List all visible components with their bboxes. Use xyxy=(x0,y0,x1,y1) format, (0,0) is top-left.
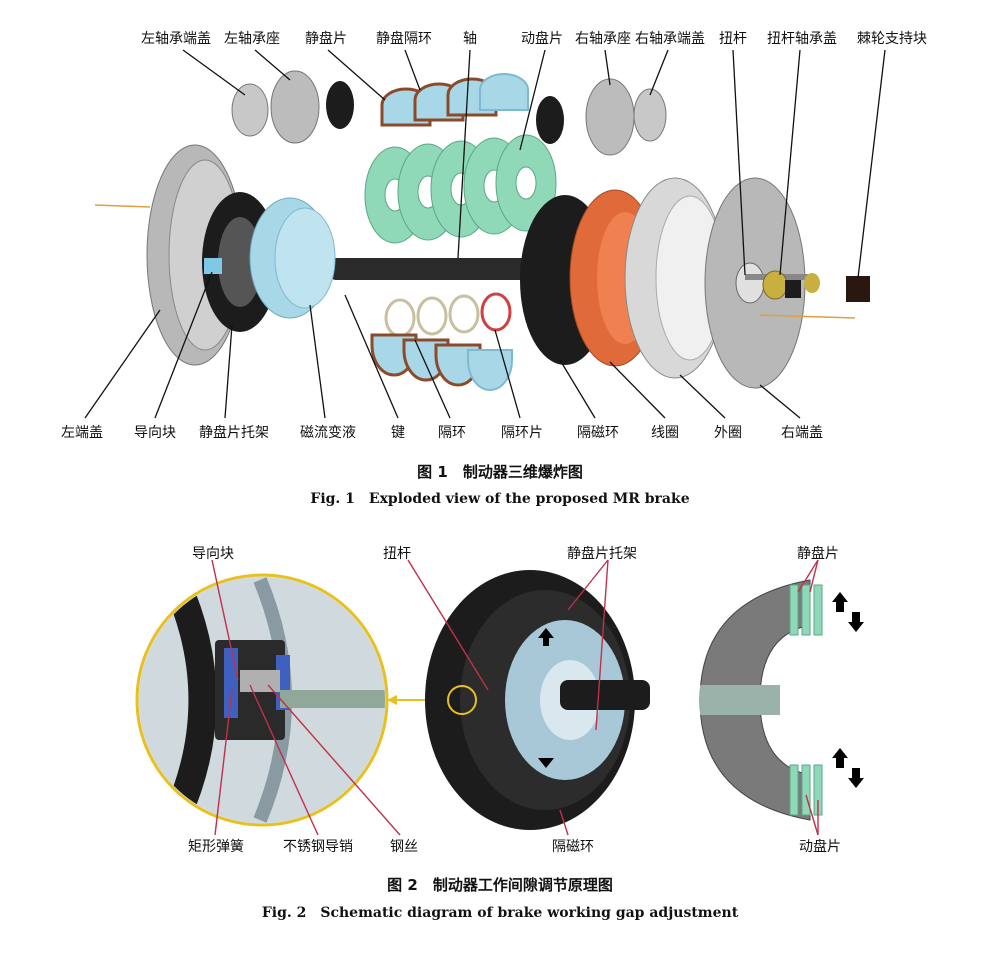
ratchet-support-block xyxy=(846,276,870,302)
label-static-disc-2: 静盘片 xyxy=(797,546,839,562)
right-bearing-seat xyxy=(585,78,635,156)
lower-static-discs xyxy=(370,333,513,391)
gap-direction-arrows xyxy=(832,592,864,788)
label-mr-fluid: 磁流变液 xyxy=(300,425,356,441)
label-moving-disc: 动盘片 xyxy=(521,31,563,47)
label-static-disc-bracket-2: 静盘片托架 xyxy=(567,546,637,562)
left-bearing-seat xyxy=(270,70,320,144)
label-torsion-bar-2: 扭杆 xyxy=(383,546,411,562)
label-magnetic-isolation-ring: 隔磁环 xyxy=(577,425,619,441)
label-ratchet-support-block: 棘轮支持块 xyxy=(857,31,927,47)
torsion-bar-bearing-cover xyxy=(762,270,788,300)
right-bearing-end-cover xyxy=(633,88,667,142)
label-left-bearing-end-cover: 左轴承端盖 xyxy=(141,31,211,47)
moving-discs xyxy=(364,134,557,244)
left-bearing-end-cover xyxy=(231,83,269,137)
label-moving-disc-2: 动盘片 xyxy=(799,839,841,855)
label-torsion-bar: 扭杆 xyxy=(719,31,747,47)
label-magnetic-isolation-ring-2: 隔磁环 xyxy=(552,839,594,855)
label-stainless-steel-guide-pin: 不锈钢导销 xyxy=(283,839,353,855)
static-discs xyxy=(380,73,529,127)
label-static-disc: 静盘片 xyxy=(305,31,347,47)
label-steel-wire: 钢丝 xyxy=(390,839,418,855)
label-torsion-bar-bearing-cover: 扭杆轴承盖 xyxy=(767,31,837,47)
leader-lines-top xyxy=(182,49,886,279)
pointer-lines xyxy=(211,559,819,836)
rectangular-spring xyxy=(224,648,238,718)
label-static-disc-spacer: 静盘隔环 xyxy=(376,31,432,47)
label-right-bearing-end-cover: 右轴承端盖 xyxy=(635,31,705,47)
label-right-bearing-seat: 右轴承座 xyxy=(575,31,631,47)
label-shaft: 轴 xyxy=(463,31,477,47)
label-left-bearing-seat: 左轴承座 xyxy=(224,31,280,47)
label-spacer-ring-piece: 隔环片 xyxy=(501,425,543,441)
figure1-caption-zh: 图 1 制动器三维爆炸图 xyxy=(417,463,583,481)
label-key: 键 xyxy=(391,425,405,441)
label-guide-block-2: 导向块 xyxy=(192,546,234,562)
label-guide-block: 导向块 xyxy=(134,425,176,441)
exploded-view-diagram xyxy=(84,49,886,419)
label-rectangular-spring: 矩形弹簧 xyxy=(188,839,244,855)
figure2-caption-en: Fig. 2 Schematic diagram of brake workin… xyxy=(261,905,739,921)
label-spacer-ring: 隔环 xyxy=(438,425,466,441)
figure2-caption-zh: 图 2 制动器工作间隙调节原理图 xyxy=(387,876,613,894)
label-static-disc-bracket: 静盘片托架 xyxy=(199,425,269,441)
label-coil: 线圈 xyxy=(651,425,679,441)
guide-block xyxy=(204,258,222,274)
label-left-end-cover: 左端盖 xyxy=(61,425,103,441)
label-right-end-cover: 右端盖 xyxy=(781,425,823,441)
section-static-discs xyxy=(789,584,823,816)
spacer-rings xyxy=(384,292,512,338)
leader-lines-bottom xyxy=(84,271,801,419)
figure1-caption-en: Fig. 1 Exploded view of the proposed MR … xyxy=(310,491,690,507)
gap-adjustment-diagram xyxy=(135,559,864,836)
label-outer-ring: 外圈 xyxy=(714,425,742,441)
